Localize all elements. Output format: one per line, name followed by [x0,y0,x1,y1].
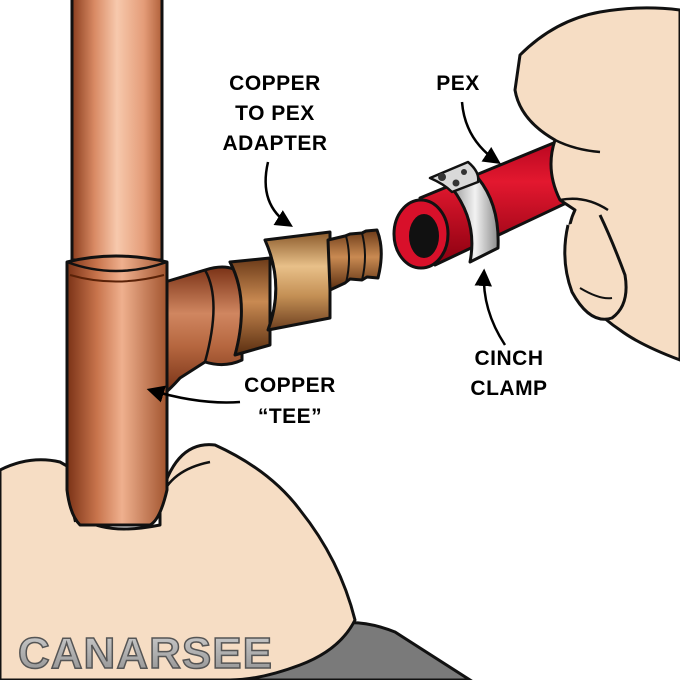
label-cinch-clamp: CINCH CLAMP [470,268,547,400]
label-adapter-line-3: ADAPTER [222,132,327,155]
label-adapter: COPPER TO PEX ADAPTER [222,72,327,227]
adapter-shoulder [228,256,272,357]
copper-tee [65,254,244,527]
label-adapter-line-2: TO PEX [235,102,315,125]
cinch-clamp [428,160,500,264]
lower-hand [0,443,473,680]
label-cinch-line-1: CINCH [475,347,544,370]
thumb [563,214,628,321]
label-tee: COPPER “TEE” [146,374,336,428]
label-pex-text: PEX [436,72,480,95]
pex-arrow [460,101,501,164]
adapter-arrow [264,161,293,227]
label-adapter-line-1: COPPER [229,72,321,95]
adapter-barb [326,228,383,292]
cinch-arrow [474,268,507,346]
upper-hand [513,6,680,362]
adapter [228,228,383,357]
label-tee-line-2: “TEE” [258,405,322,428]
label-pex: PEX [436,72,501,164]
label-tee-line-1: COPPER [244,374,336,397]
label-cinch-line-2: CLAMP [470,377,547,400]
copper-pipe [70,0,164,262]
tee-body [65,254,169,527]
tee-arrow [146,385,241,404]
watermark-text: CANARSEE [18,629,273,678]
